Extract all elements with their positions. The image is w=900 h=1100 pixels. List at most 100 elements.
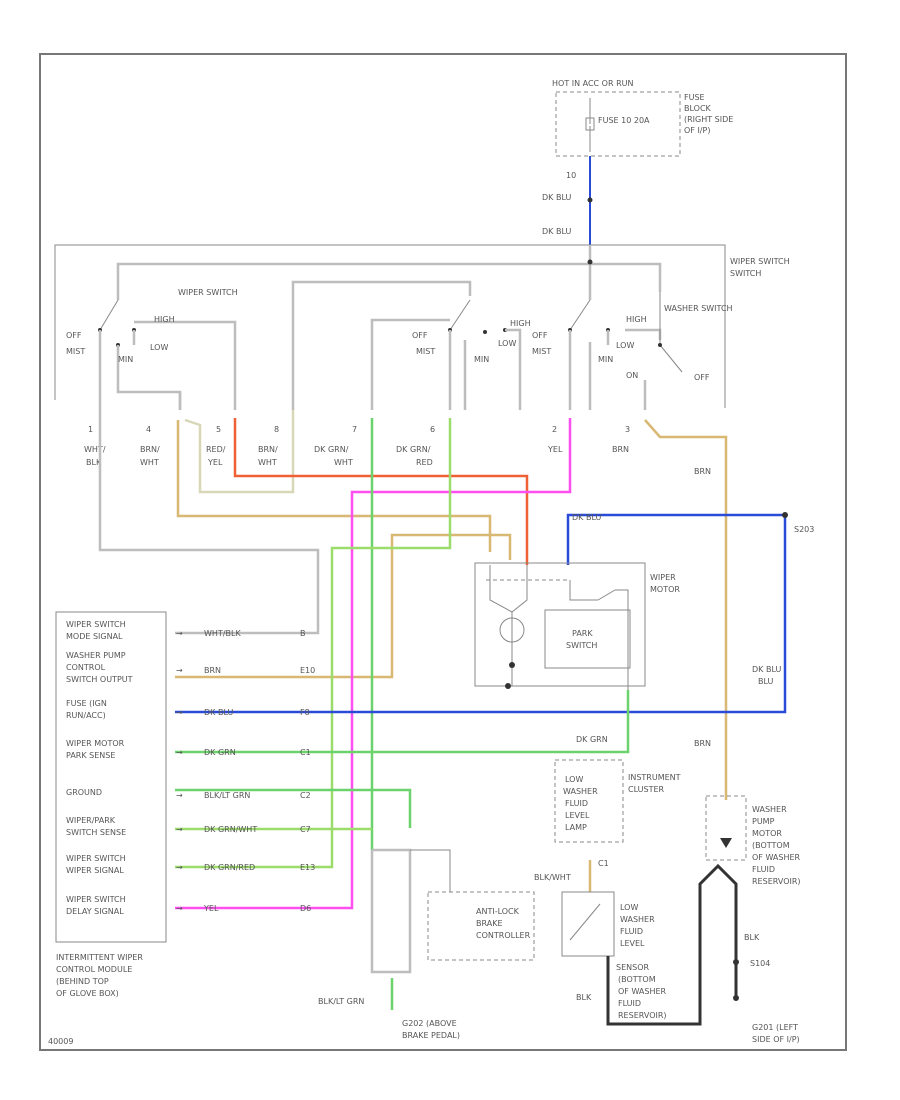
module-pin: E10 bbox=[300, 666, 315, 675]
motor-label-2: MOTOR bbox=[650, 585, 680, 594]
pin-color-5b: YEL bbox=[207, 458, 223, 467]
pump-line-2: PUMP bbox=[752, 817, 775, 826]
module-row-label: WIPER MOTOR bbox=[66, 739, 125, 748]
c1-label: C1 bbox=[598, 859, 609, 868]
cluster-label-1: INSTRUMENT bbox=[628, 773, 681, 782]
sw-off-2: OFF bbox=[412, 331, 428, 340]
module-pin-arrow: → bbox=[176, 904, 183, 913]
abs-label-3: CONTROLLER bbox=[476, 931, 531, 940]
sensor-name-2: (BOTTOM bbox=[618, 975, 656, 984]
module-pin-arrow: → bbox=[176, 825, 183, 834]
pin-color-7b: WHT bbox=[334, 458, 353, 467]
dk-blu-right-label-2: BLU bbox=[758, 677, 774, 686]
wire-10-label: 10 bbox=[566, 171, 576, 180]
pin-color-6b: RED bbox=[416, 458, 433, 467]
wire-ground bbox=[175, 788, 412, 828]
wiper-switch-title: WIPER SWITCH bbox=[730, 257, 790, 266]
pin-color-1b: BLK bbox=[86, 458, 102, 467]
fluid-sensor: LOW WASHER FLUID LEVEL SENSOR (BOTTOM OF… bbox=[561, 863, 738, 1026]
module-pin-arrow: → bbox=[176, 708, 183, 717]
cluster-lamp-5: LAMP bbox=[565, 823, 587, 832]
motor-label-1: WIPER bbox=[650, 573, 676, 582]
blk-wht-label: BLK/WHT bbox=[534, 873, 571, 882]
cluster-lamp-2: WASHER bbox=[563, 787, 598, 796]
wire-brn-wht-8 bbox=[184, 410, 295, 494]
module-name-2: CONTROL MODULE bbox=[56, 965, 132, 974]
module-row-label: WIPER SWITCH bbox=[66, 895, 126, 904]
module-row-label: WIPER/PARK bbox=[66, 816, 116, 825]
sw-mist-1: MIST bbox=[66, 347, 85, 356]
module-row-label: WIPER SWITCH bbox=[66, 620, 126, 629]
washer-switch-label: WASHER SWITCH bbox=[664, 304, 733, 313]
dk-blu-label-3: DK BLU bbox=[572, 513, 601, 522]
module-row-label: GROUND bbox=[66, 788, 102, 797]
pump-line-7: RESERVOIR) bbox=[752, 877, 801, 886]
sw-low-1: LOW bbox=[150, 343, 168, 352]
blk-label-1: BLK bbox=[576, 993, 592, 1002]
pin-num-2: 2 bbox=[552, 425, 557, 434]
pin-color-3a: BRN bbox=[612, 445, 629, 454]
pin-color-4a: BRN/ bbox=[140, 445, 160, 454]
module-row-label: DELAY SIGNAL bbox=[66, 907, 124, 916]
module-pin: B bbox=[300, 629, 306, 638]
module-pin: C2 bbox=[300, 791, 311, 800]
pin-color-1a: WHT/ bbox=[84, 445, 106, 454]
g201-label-1: G201 (LEFT bbox=[752, 1023, 798, 1032]
pin-color-4b: WHT bbox=[140, 458, 159, 467]
module-wire-color: BLK/LT GRN bbox=[204, 791, 250, 800]
sw-mist-2: MIST bbox=[416, 347, 435, 356]
module-wire-color: BRN bbox=[204, 666, 221, 675]
sw-min-2: MIN bbox=[474, 355, 489, 364]
module-pin-arrow: → bbox=[176, 748, 183, 757]
module-row-label: FUSE (IGN bbox=[66, 699, 107, 708]
sensor-name-4: FLUID bbox=[618, 999, 641, 1008]
cluster-lamp-4: LEVEL bbox=[565, 811, 590, 820]
pin-num-5: 5 bbox=[216, 425, 221, 434]
module-pin-arrow: → bbox=[176, 629, 183, 638]
module-pin-arrow: → bbox=[176, 666, 183, 675]
wire-wht-blk bbox=[98, 410, 320, 635]
module-wire-color: DK BLU bbox=[204, 708, 233, 717]
switch-pins: 1 WHT/ BLK 4 BRN/ WHT 5 RED/ YEL 8 BRN/ … bbox=[84, 425, 630, 467]
splice-s104 bbox=[733, 959, 739, 965]
sensor-line-3: FLUID bbox=[620, 927, 643, 936]
splice-s203 bbox=[782, 512, 788, 518]
fuse-block-line1: FUSE bbox=[684, 93, 705, 102]
pin-color-8b: WHT bbox=[258, 458, 277, 467]
pump-line-6: FLUID bbox=[752, 865, 775, 874]
fuse-block-line2: BLOCK bbox=[684, 104, 712, 113]
module-wire-color: WHT/BLK bbox=[204, 629, 241, 638]
cluster-label-2: CLUSTER bbox=[628, 785, 665, 794]
pin-color-2a: YEL bbox=[547, 445, 563, 454]
brn-right-label: BRN bbox=[694, 467, 711, 476]
sw-on: ON bbox=[626, 371, 638, 380]
pin-color-6a: DK GRN/ bbox=[396, 445, 431, 454]
outer-frame bbox=[39, 53, 847, 1051]
sw-high-3: HIGH bbox=[626, 315, 647, 324]
pin-num-3: 3 bbox=[625, 425, 630, 434]
wiper-switch-top: WIPER SWITCH bbox=[178, 288, 238, 297]
sw-off-1: OFF bbox=[66, 331, 82, 340]
footer-code: 40009 bbox=[48, 1037, 73, 1046]
module-row-label: RUN/ACC) bbox=[66, 711, 106, 720]
wiper-switch-box: WIPER SWITCH SWITCH WIPER SWITCH WASHER … bbox=[54, 244, 790, 410]
wire-brn-module bbox=[175, 533, 512, 679]
sensor-name-3: OF WASHER bbox=[618, 987, 667, 996]
abs-label-2: BRAKE bbox=[476, 919, 503, 928]
sw-off-3: OFF bbox=[532, 331, 548, 340]
g202-label-2: BRAKE PEDAL) bbox=[402, 1031, 460, 1040]
module-name-4: OF GLOVE BOX) bbox=[56, 989, 119, 998]
s104-label: S104 bbox=[750, 959, 770, 968]
sensor-line-4: LEVEL bbox=[620, 939, 645, 948]
module-wire-color: YEL bbox=[203, 904, 219, 913]
sensor-line-1: LOW bbox=[620, 903, 638, 912]
module-row-label: WIPER SIGNAL bbox=[66, 866, 124, 875]
sw-low-3: LOW bbox=[616, 341, 634, 350]
module-pin: C7 bbox=[300, 825, 311, 834]
module-row-label: MODE SIGNAL bbox=[66, 632, 123, 641]
washer-pump: WASHER PUMP MOTOR (BOTTOM OF WASHER FLUI… bbox=[705, 795, 801, 1044]
sw-off-washer: OFF bbox=[694, 373, 710, 382]
instrument-cluster: INSTRUMENT CLUSTER LOW WASHER FLUID LEVE… bbox=[534, 759, 681, 882]
module-row-label: WASHER PUMP bbox=[66, 651, 126, 660]
module-pin: E13 bbox=[300, 863, 315, 872]
